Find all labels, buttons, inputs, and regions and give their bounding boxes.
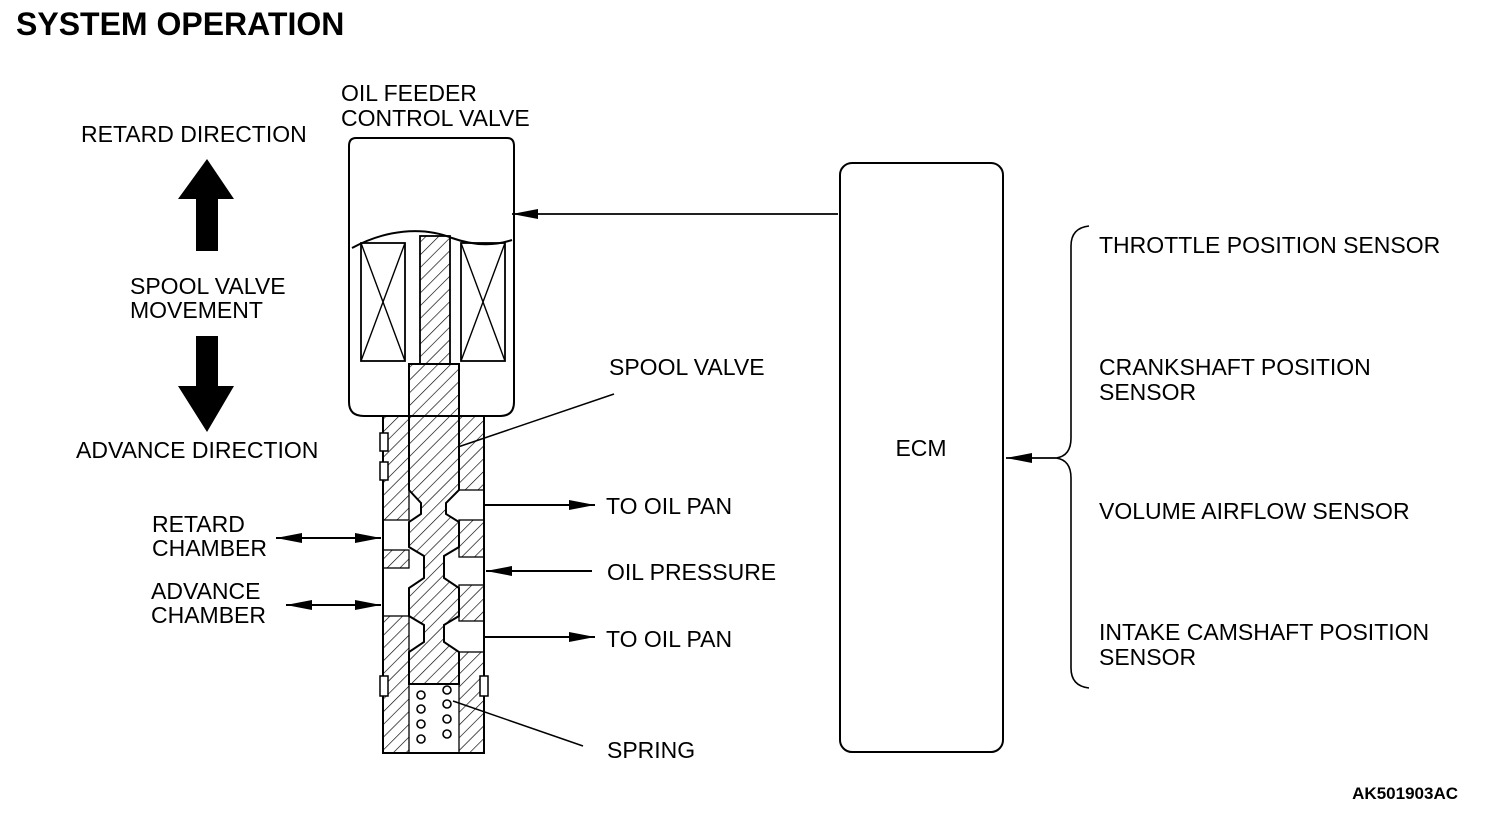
spring [416,685,452,744]
direction-indicator: RETARD DIRECTION SPOOL VALVE MOVEMENT AD… [76,121,318,463]
intake-cam-sensor-label-line1: INTAKE CAMSHAFT POSITION [1099,619,1429,645]
spool-valve [408,363,460,685]
advance-chamber-label-line1: ADVANCE [151,578,261,604]
coil-left [360,242,406,362]
chamber-labels: RETARD CHAMBER ADVANCE CHAMBER [151,511,381,628]
valve-label-line2: CONTROL VALVE [341,105,530,131]
ecm-box [839,162,1004,753]
sensor-brace [1055,225,1090,689]
retard-chamber-label-line2: CHAMBER [152,535,267,561]
oil-pressure-label: OIL PRESSURE [607,559,776,585]
spool-valve-label: SPOOL VALVE [609,354,765,380]
figure-code: AK501903AC [1352,784,1458,803]
to-oil-pan-lower-label: TO OIL PAN [606,626,732,652]
advance-chamber-label-line2: CHAMBER [151,602,266,628]
sensor-inputs: THROTTLE POSITION SENSOR CRANKSHAFT POSI… [1006,225,1440,689]
spool-valve-leader [457,393,615,448]
ecm-label: ECM [895,435,946,461]
advance-direction-label: ADVANCE DIRECTION [76,437,318,463]
page-title: SYSTEM OPERATION [16,6,344,42]
ecm-unit: ECM [512,162,1004,753]
plunger [419,235,451,365]
airflow-sensor-label: VOLUME AIRFLOW SENSOR [1099,498,1410,524]
port-labels: SPOOL VALVE TO OIL PAN OIL PRESSURE TO O… [452,354,776,763]
throttle-sensor-label: THROTTLE POSITION SENSOR [1099,232,1440,258]
coil-right [460,242,506,362]
crankshaft-sensor-label-line2: SENSOR [1099,379,1196,405]
up-arrow-icon [178,159,234,251]
oil-feeder-control-valve [348,137,515,754]
valve-label-line1: OIL FEEDER [341,80,477,106]
spool-movement-label-line2: MOVEMENT [130,297,263,323]
retard-direction-label: RETARD DIRECTION [81,121,307,147]
intake-cam-sensor-label-line2: SENSOR [1099,644,1196,670]
crankshaft-sensor-label-line1: CRANKSHAFT POSITION [1099,354,1371,380]
spool-movement-label-line1: SPOOL VALVE [130,273,286,299]
spring-leader [452,700,584,747]
to-oil-pan-upper-label: TO OIL PAN [606,493,732,519]
retard-chamber-label-line1: RETARD [152,511,245,537]
down-arrow-icon [178,336,234,432]
spring-label: SPRING [607,737,695,763]
